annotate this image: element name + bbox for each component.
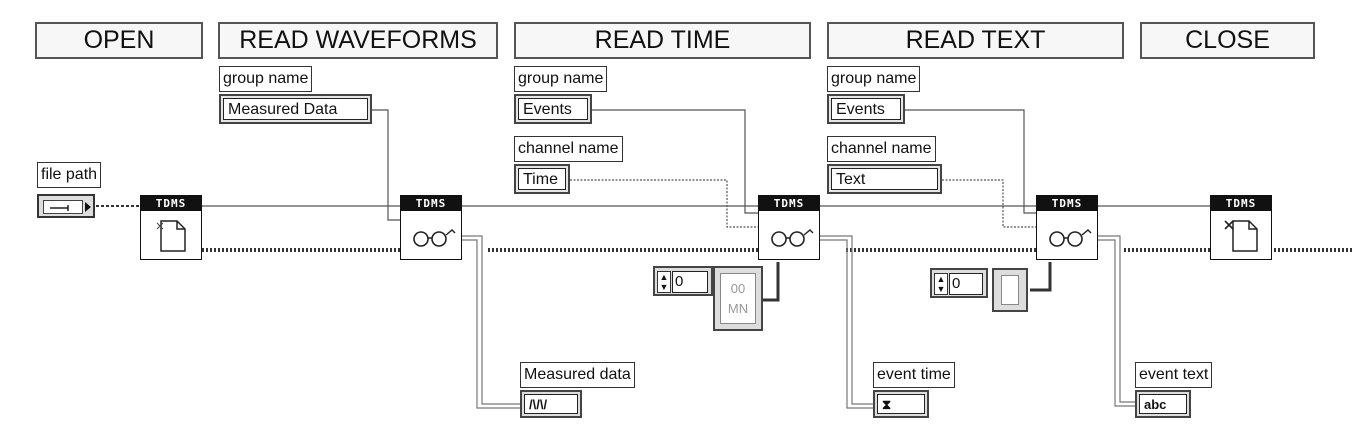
group-name-value: Events (518, 98, 588, 120)
glasses-icon (401, 211, 461, 259)
tdms-read-text-node[interactable]: TDMS (1036, 195, 1098, 260)
waveform-icon: /\/\/ (524, 394, 578, 414)
group-name-const-text[interactable]: Events (827, 94, 905, 124)
wire-timestamp-type (762, 262, 780, 302)
header-read-time: READ TIME (514, 22, 811, 59)
node-banner: TDMS (141, 196, 201, 211)
channel-name-value: Text (831, 168, 938, 190)
file-path-label: file path (37, 162, 102, 188)
glasses-icon (1037, 211, 1097, 259)
timestamp-value: 00 MN (720, 273, 756, 324)
increment-icon[interactable]: ▲▼ (657, 271, 671, 293)
event-text-indicator: abc (1135, 390, 1191, 418)
glasses-icon (759, 211, 819, 259)
string-type-const[interactable] (992, 268, 1028, 312)
channel-name-const-time[interactable]: Time (514, 164, 570, 194)
increment-icon[interactable]: ▲▼ (934, 273, 948, 295)
measured-data-label: Measured data (520, 362, 635, 388)
string-box-icon (1001, 275, 1019, 305)
event-time-indicator: ⧗ (873, 390, 929, 418)
tdms-close-node[interactable]: TDMS (1210, 195, 1272, 260)
event-time-label: event time (873, 362, 955, 388)
terminal-arrow-icon (85, 202, 91, 212)
channel-name-label-text: channel name (827, 136, 936, 162)
wire-event-text-out-b (1096, 239, 1138, 407)
path-icon (43, 200, 83, 214)
wire-measured-out-b (460, 239, 520, 409)
tdms-open-icon (141, 211, 201, 259)
measured-data-indicator: /\/\/ (520, 390, 582, 418)
channel-name-value: Time (518, 168, 566, 190)
tdms-read-time-node[interactable]: TDMS (758, 195, 820, 260)
wire-channel-time (570, 179, 758, 228)
channel-name-label-time: channel name (514, 136, 623, 162)
node-banner: TDMS (1037, 196, 1097, 211)
group-name-label-time: group name (514, 66, 608, 92)
numeric-value: 0 (949, 273, 983, 295)
wire-string-type (1030, 262, 1052, 292)
numeric-value: 0 (672, 271, 708, 293)
wire-event-text-out-a (1096, 235, 1138, 403)
wire-measured-out-a (460, 235, 520, 405)
header-open: OPEN (35, 22, 203, 59)
tdms-read-waveforms-node[interactable]: TDMS (400, 195, 462, 260)
event-text-label: event text (1135, 362, 1213, 388)
wire-channel-text (942, 179, 1036, 228)
timestamp-const[interactable]: 00 MN (713, 266, 763, 331)
timestamp-icon: ⧗ (877, 394, 925, 414)
group-name-value: Measured Data (223, 98, 368, 120)
tdms-close-icon (1211, 211, 1271, 259)
file-path-control[interactable] (37, 194, 95, 218)
wire-group-text (905, 109, 1036, 214)
node-banner: TDMS (759, 196, 819, 211)
group-name-const-time[interactable]: Events (514, 94, 592, 124)
wire-event-time-out-b (818, 239, 873, 409)
header-close: CLOSE (1140, 22, 1315, 59)
group-name-label-waveforms: group name (219, 66, 313, 92)
wire-group-waveforms (372, 109, 400, 221)
header-read-text: READ TEXT (827, 22, 1124, 59)
header-read-waveforms: READ WAVEFORMS (218, 22, 498, 59)
group-name-const-waveforms[interactable]: Measured Data (219, 94, 372, 124)
numeric-const-time[interactable]: ▲▼ 0 (653, 266, 713, 296)
group-name-label-text: group name (827, 66, 921, 92)
channel-name-const-text[interactable]: Text (827, 164, 942, 194)
string-icon: abc (1139, 394, 1187, 414)
group-name-value: Events (831, 98, 901, 120)
wire-group-time (592, 109, 758, 214)
wire-event-time-out-a (818, 235, 873, 405)
numeric-const-text[interactable]: ▲▼ 0 (930, 268, 988, 298)
tdms-open-node[interactable]: TDMS (140, 195, 202, 260)
node-banner: TDMS (1211, 196, 1271, 211)
node-banner: TDMS (401, 196, 461, 211)
